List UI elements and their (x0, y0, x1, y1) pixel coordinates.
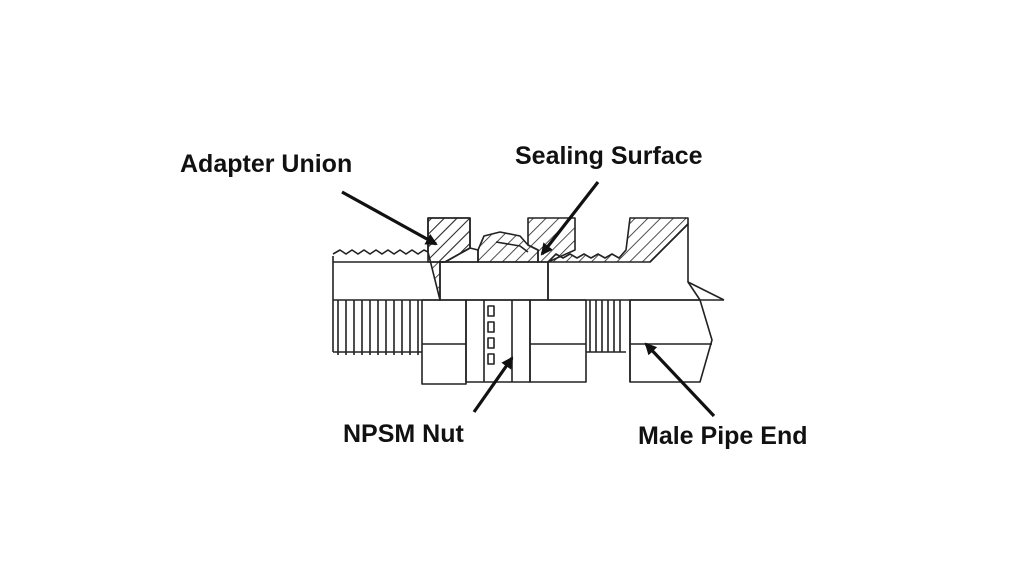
sealing-surface-arrow (540, 181, 600, 256)
adapter-union-arrow (341, 190, 438, 246)
leader-arrows (341, 181, 716, 418)
male-pipe-end-arrow (644, 342, 716, 418)
sealing-surface-label: Sealing Surface (515, 142, 703, 170)
male-pipe-end-label: Male Pipe End (638, 422, 808, 450)
npsm-nut-arrow (472, 356, 514, 413)
npsm-nut-label: NPSM Nut (343, 420, 464, 448)
adapter-union-thread (332, 249, 440, 355)
adapter-union-label: Adapter Union (180, 150, 353, 178)
male-pipe-end-section (547, 217, 689, 263)
